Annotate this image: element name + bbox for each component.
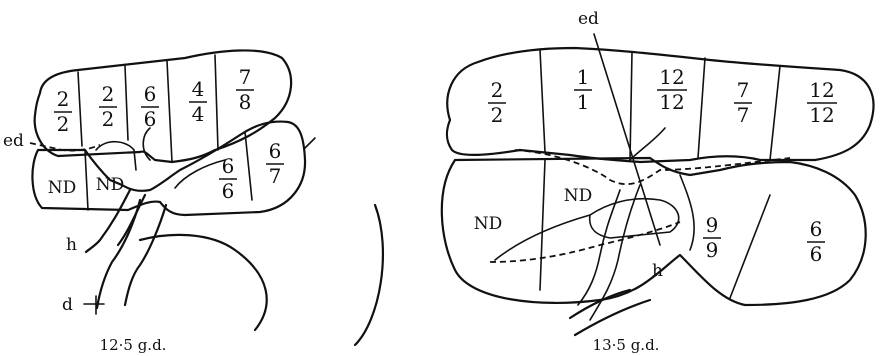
left-d-label: d [62, 295, 73, 315]
left-caption: 12·5 g.d. [100, 336, 167, 354]
svg-text:6: 6 [810, 242, 823, 266]
right-fraction-6: 9 9 [703, 213, 721, 262]
right-caption: 13·5 g.d. [593, 336, 660, 354]
right-divider-5 [540, 160, 545, 290]
svg-text:8: 8 [239, 90, 252, 114]
svg-text:4: 4 [192, 77, 205, 101]
right-divider-6 [730, 195, 770, 298]
left-hilum-contour [96, 142, 136, 170]
right-divider-2 [630, 52, 632, 160]
left-long-curve [355, 205, 383, 345]
svg-text:2: 2 [491, 103, 504, 127]
right-fraction-3: 12 12 [657, 65, 687, 114]
left-ed-label: ed [3, 131, 24, 151]
left-fraction-2: 2 2 [99, 82, 117, 131]
left-gut-curve [140, 235, 267, 330]
right-h-label: h [652, 261, 663, 281]
left-fraction-7: 6 7 [266, 139, 284, 188]
left-divider-2 [125, 66, 128, 140]
left-tip [305, 138, 315, 148]
right-gut-line-2 [575, 300, 650, 335]
left-fraction-5: 7 8 [236, 65, 254, 114]
right-lower-lobe-outline [442, 158, 866, 305]
svg-text:9: 9 [706, 238, 719, 262]
right-fraction-4: 7 7 [734, 78, 752, 127]
svg-text:12: 12 [659, 65, 684, 89]
right-divider-4 [770, 66, 780, 160]
svg-text:7: 7 [269, 164, 282, 188]
left-h-label: h [66, 235, 77, 255]
right-fraction-2: 1 1 [574, 65, 592, 114]
left-nd-label-1: ND [48, 178, 77, 198]
left-fraction-4: 4 4 [189, 77, 207, 126]
svg-text:1: 1 [577, 90, 590, 114]
svg-text:6: 6 [144, 107, 157, 131]
right-duct-1 [578, 190, 620, 305]
left-divider-1 [78, 72, 82, 146]
right-dashed-lower [490, 222, 680, 262]
right-fraction-5: 12 12 [807, 78, 837, 127]
left-divider-6 [245, 132, 252, 200]
svg-text:7: 7 [239, 65, 252, 89]
left-lower-lobe-outline [32, 122, 305, 215]
right-fraction-7: 6 6 [807, 217, 825, 266]
right-diagram: 2 2 1 1 12 12 7 7 12 12 9 9 [442, 9, 874, 354]
right-inner-contour-2 [590, 199, 679, 238]
left-fraction-1: 2 2 [54, 87, 72, 136]
right-nd-label-2: ND [564, 186, 593, 206]
left-upper-lobe-outline [35, 50, 291, 162]
right-ed-line [594, 34, 660, 245]
svg-text:2: 2 [57, 87, 70, 111]
right-ed-label: ed [578, 9, 599, 29]
right-hilum-1 [630, 128, 665, 160]
left-divider-5 [85, 150, 88, 210]
left-diagram: 2 2 2 2 6 6 4 4 7 8 6 6 6 [3, 50, 383, 354]
left-fraction-3: 6 6 [141, 82, 159, 131]
right-dashed-upper [515, 150, 790, 184]
svg-text:2: 2 [57, 112, 70, 136]
right-nd-label-1: ND [474, 214, 503, 234]
left-nd-label-2: ND [96, 175, 125, 195]
svg-text:6: 6 [269, 139, 282, 163]
svg-text:7: 7 [737, 78, 750, 102]
svg-text:6: 6 [810, 217, 823, 241]
svg-text:2: 2 [102, 82, 115, 106]
svg-text:1: 1 [577, 65, 590, 89]
svg-text:4: 4 [192, 102, 205, 126]
svg-text:7: 7 [737, 103, 750, 127]
right-fraction-1: 2 2 [488, 78, 506, 127]
svg-text:2: 2 [491, 78, 504, 102]
left-divider-3 [167, 61, 172, 162]
svg-text:6: 6 [222, 179, 235, 203]
left-divider-4 [215, 55, 218, 150]
svg-text:6: 6 [222, 154, 235, 178]
right-inner-contour-1 [680, 175, 694, 250]
svg-text:12: 12 [659, 90, 684, 114]
right-divider-1 [540, 50, 545, 152]
svg-text:2: 2 [102, 107, 115, 131]
left-h-tube-2 [118, 195, 145, 245]
svg-text:12: 12 [809, 103, 834, 127]
left-inner-fold [175, 160, 225, 188]
right-divider-3 [698, 58, 705, 158]
left-d-stalk-2 [125, 205, 166, 305]
svg-text:12: 12 [809, 78, 834, 102]
svg-text:9: 9 [706, 213, 719, 237]
svg-text:6: 6 [144, 82, 157, 106]
left-fraction-6: 6 6 [219, 154, 237, 203]
